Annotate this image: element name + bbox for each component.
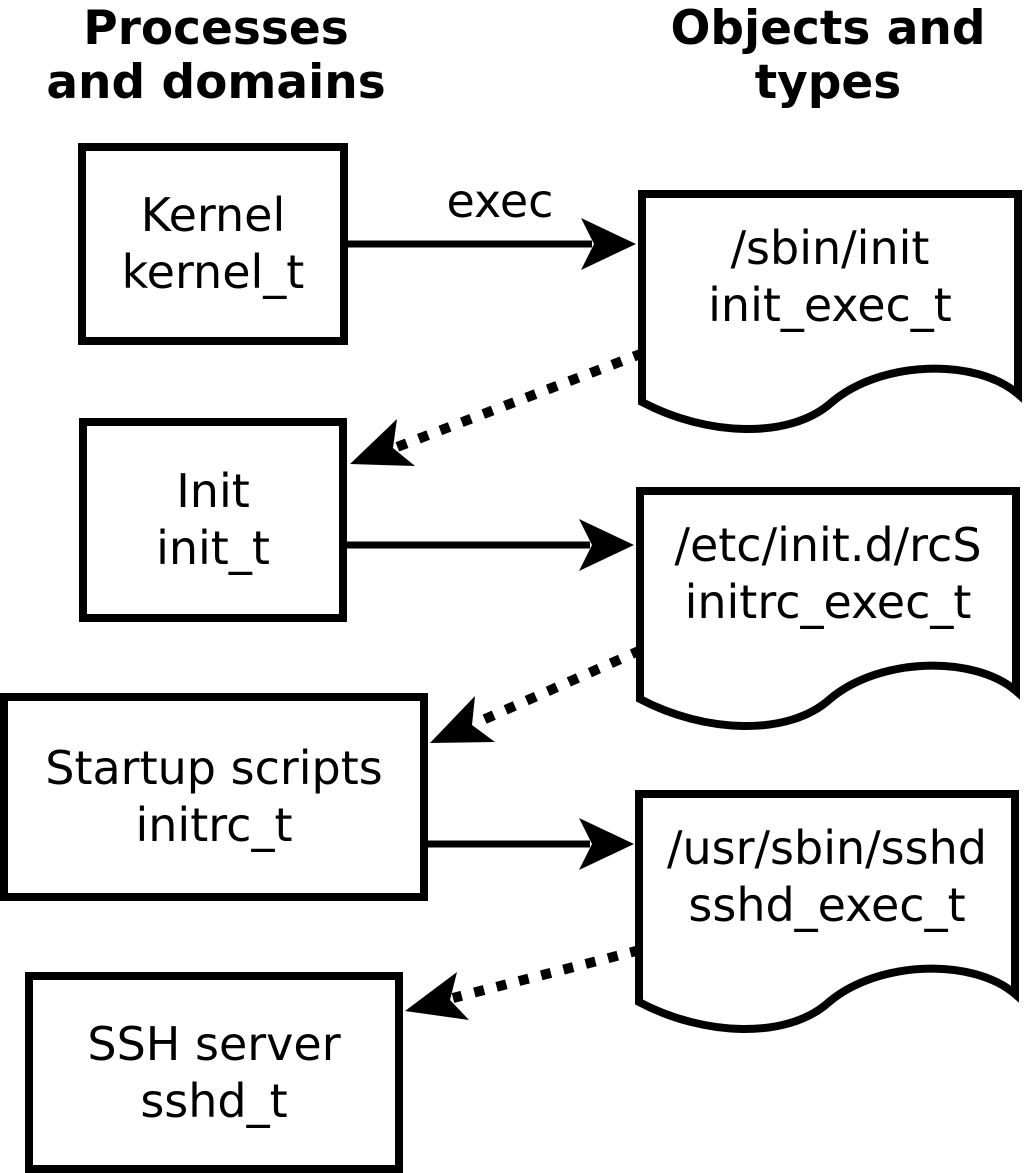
object-doc-initrc: /etc/init.d/rcS initrc_exec_t bbox=[634, 485, 1022, 745]
process-name-label: Startup scripts bbox=[45, 741, 383, 795]
object-doc-label: /usr/sbin/sshd sshd_exec_t bbox=[636, 820, 1018, 934]
transition-arrow-sbininit-to-init bbox=[395, 348, 645, 452]
arrowhead-right-icon bbox=[581, 218, 636, 270]
process-box-kernel: Kernel kernel_t bbox=[78, 143, 348, 345]
transition-arrow-rcs-to-initrc bbox=[473, 645, 644, 728]
document-shape bbox=[636, 487, 1020, 730]
process-type-label: init_t bbox=[156, 521, 270, 575]
document-outline bbox=[635, 790, 1019, 1033]
document-outline bbox=[636, 487, 1020, 730]
object-type-label: initrc_exec_t bbox=[684, 575, 972, 629]
process-name-label: SSH server bbox=[87, 1016, 341, 1071]
arrowhead-downleft-icon bbox=[405, 972, 469, 1020]
process-box-initrc: Startup scripts initrc_t bbox=[0, 693, 428, 901]
process-box-sshd: SSH server sshd_t bbox=[25, 972, 403, 1173]
arrowhead-downleft-icon bbox=[430, 696, 495, 743]
document-shape bbox=[635, 790, 1019, 1033]
object-type-label: sshd_exec_t bbox=[688, 878, 966, 932]
header-line: Objects and bbox=[670, 1, 986, 56]
header-line: Processes bbox=[83, 1, 349, 56]
object-doc-label: /etc/init.d/rcS initrc_exec_t bbox=[637, 517, 1019, 631]
process-name-label: Init bbox=[176, 464, 250, 518]
object-doc-sshd: /usr/sbin/sshd sshd_exec_t bbox=[633, 788, 1021, 1048]
process-box-init: Init init_t bbox=[79, 418, 347, 622]
process-type-label: sshd_t bbox=[140, 1073, 288, 1128]
header-line: and domains bbox=[46, 55, 386, 110]
exec-edge-label: exec bbox=[446, 174, 554, 228]
object-type-label: init_exec_t bbox=[708, 278, 952, 332]
process-type-label: kernel_t bbox=[121, 245, 305, 299]
object-path-label: /sbin/init bbox=[730, 221, 930, 275]
arrowhead-right-icon bbox=[579, 818, 634, 870]
arrowhead-right-icon bbox=[579, 519, 634, 571]
header-line: types bbox=[754, 55, 902, 110]
document-shape bbox=[638, 190, 1022, 433]
column-header-processes: Processes and domains bbox=[0, 2, 432, 110]
object-doc-init: /sbin/init init_exec_t bbox=[636, 188, 1024, 448]
object-doc-label: /sbin/init init_exec_t bbox=[639, 220, 1021, 334]
document-outline bbox=[638, 190, 1022, 433]
arrowhead-downleft-icon bbox=[350, 419, 415, 466]
process-type-label: initrc_t bbox=[135, 798, 293, 852]
object-path-label: /etc/init.d/rcS bbox=[674, 518, 982, 572]
object-path-label: /usr/sbin/sshd bbox=[667, 821, 987, 875]
transition-arrow-sshdexec-to-sshd bbox=[451, 945, 642, 1003]
column-header-objects: Objects and types bbox=[632, 2, 1024, 110]
process-name-label: Kernel bbox=[140, 188, 286, 242]
